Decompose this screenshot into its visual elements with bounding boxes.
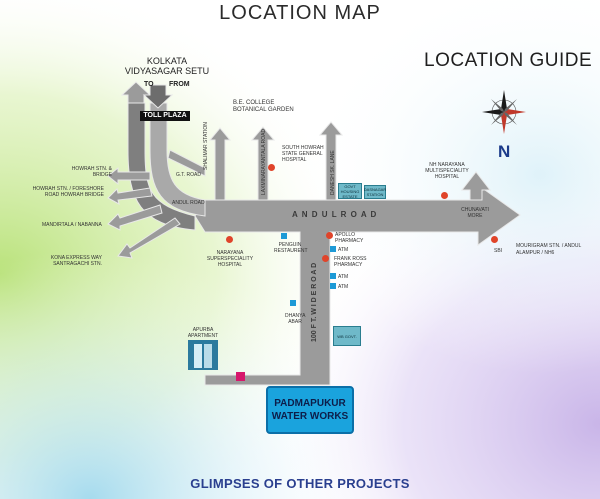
page-title: LOCATION MAP (219, 2, 381, 24)
gt-road (167, 149, 206, 177)
south-howrah-hospital-marker (268, 164, 275, 171)
padmapukur-water-works-label: PADMAPUKUR WATER WORKS (266, 386, 354, 434)
from-label: FROM (169, 81, 190, 88)
chunavati-more-label: CHUNAVATI MORE (461, 207, 489, 219)
toll-plaza-label: TOLL PLAZA (140, 111, 190, 121)
narayana-super-label: NARAYANA SUPERSPECIALITY HOSPITAL (206, 250, 254, 268)
dasnagar-station-label: DASNAGAR STATION (363, 185, 387, 199)
apurba-building-icon (188, 340, 245, 381)
shalimar-station-label: SHALIMAR STATION (203, 122, 209, 170)
dhanya-label: DHANYA ABAR (285, 313, 306, 325)
dhanya-marker (290, 300, 296, 306)
to-label: TO (144, 81, 154, 88)
atm2-marker (330, 273, 336, 279)
roads (107, 81, 521, 386)
laxminarayantala-road-label: LAXMINARAYANTALA ROAD (261, 128, 267, 195)
howrah-stn-label: HOWRAH STN. & BRIDGE (71, 166, 112, 178)
south-howrah-hospital-label: SOUTH HOWRAH STATE GENERAL HOSPITAL (282, 145, 324, 163)
compass-north-label: N (498, 142, 511, 161)
atm1-marker (330, 246, 336, 252)
andul-road-small-label: ANDUL ROAD (172, 200, 205, 206)
kona-expressway-label: KONA EXPRESS WAY SANTRAGACHI STN. (50, 255, 102, 267)
nh-up-arrow (460, 171, 492, 201)
nh-narayana-label: NH NARAYANA MULTISPECIALITY HOSPITAL (425, 162, 469, 180)
sbi-marker (491, 236, 498, 243)
nh-narayana-marker (441, 192, 448, 199)
bridge-ramp-from (149, 102, 206, 217)
sbi-label: SBI (494, 248, 503, 254)
apollo-label: APOLLO PHARMACY (335, 232, 364, 244)
location-guide-title: LOCATION GUIDE (424, 50, 593, 71)
penguin-marker (281, 233, 287, 239)
apollo-marker (326, 232, 333, 239)
atm3-label: ATM (338, 284, 349, 290)
danesh-lane-arrow (318, 121, 344, 201)
apurba-apartment-label: APURBA APARTMENT (187, 327, 219, 339)
vidyasagar-setu-label: VIDYASAGAR SETU (124, 66, 210, 76)
laxminarayantala-road-arrow (250, 126, 276, 201)
mourigram-label: MOURIGRAM STN. / ANDUL ALAMPUR / NH6 (516, 243, 582, 256)
danesh-lane-label: DANESH SK. LANE (330, 150, 336, 195)
penguin-label: PENGUIN RESTAURENT (274, 242, 308, 254)
frank-ross-marker (322, 255, 329, 262)
from-arrow (142, 84, 174, 109)
glimpses-link[interactable]: GLIMPSES OF OTHER PROJECTS (190, 476, 410, 491)
gt-road-label: G.T. ROAD (176, 172, 202, 178)
atm3-marker (330, 283, 336, 289)
kolkata-label: KOLKATA (146, 56, 188, 66)
kona-arrow (117, 217, 181, 259)
narayana-super-marker (226, 236, 233, 243)
to-arrow (120, 81, 152, 104)
howrah-foreshore-label: HOWRAH STN. / FORESHORE ROAD HOWRAH BRID… (32, 186, 104, 198)
mandirtala-arrow (107, 204, 163, 231)
atm1-label: ATM (338, 247, 349, 253)
wb-govt-label: WB GOVT. (333, 326, 361, 346)
howrah-arrow (107, 166, 151, 186)
mandirtala-label: MANDIRTALA / NABANNA (42, 222, 102, 228)
compass-rose-icon (482, 90, 526, 134)
frank-ross-label: FRANK ROSS PHARMACY (334, 256, 367, 268)
100ft-road-label: 100 F T. W I D E R O A D (311, 262, 318, 342)
andul-road-label: A N D U L R O A D (292, 210, 378, 219)
shalimar-arrow (208, 127, 232, 201)
foreshore-arrow (107, 187, 153, 205)
govt-housing-estate-label: GOVT HOUSING ESTATE (338, 183, 362, 199)
atm2-label: ATM (338, 274, 349, 280)
